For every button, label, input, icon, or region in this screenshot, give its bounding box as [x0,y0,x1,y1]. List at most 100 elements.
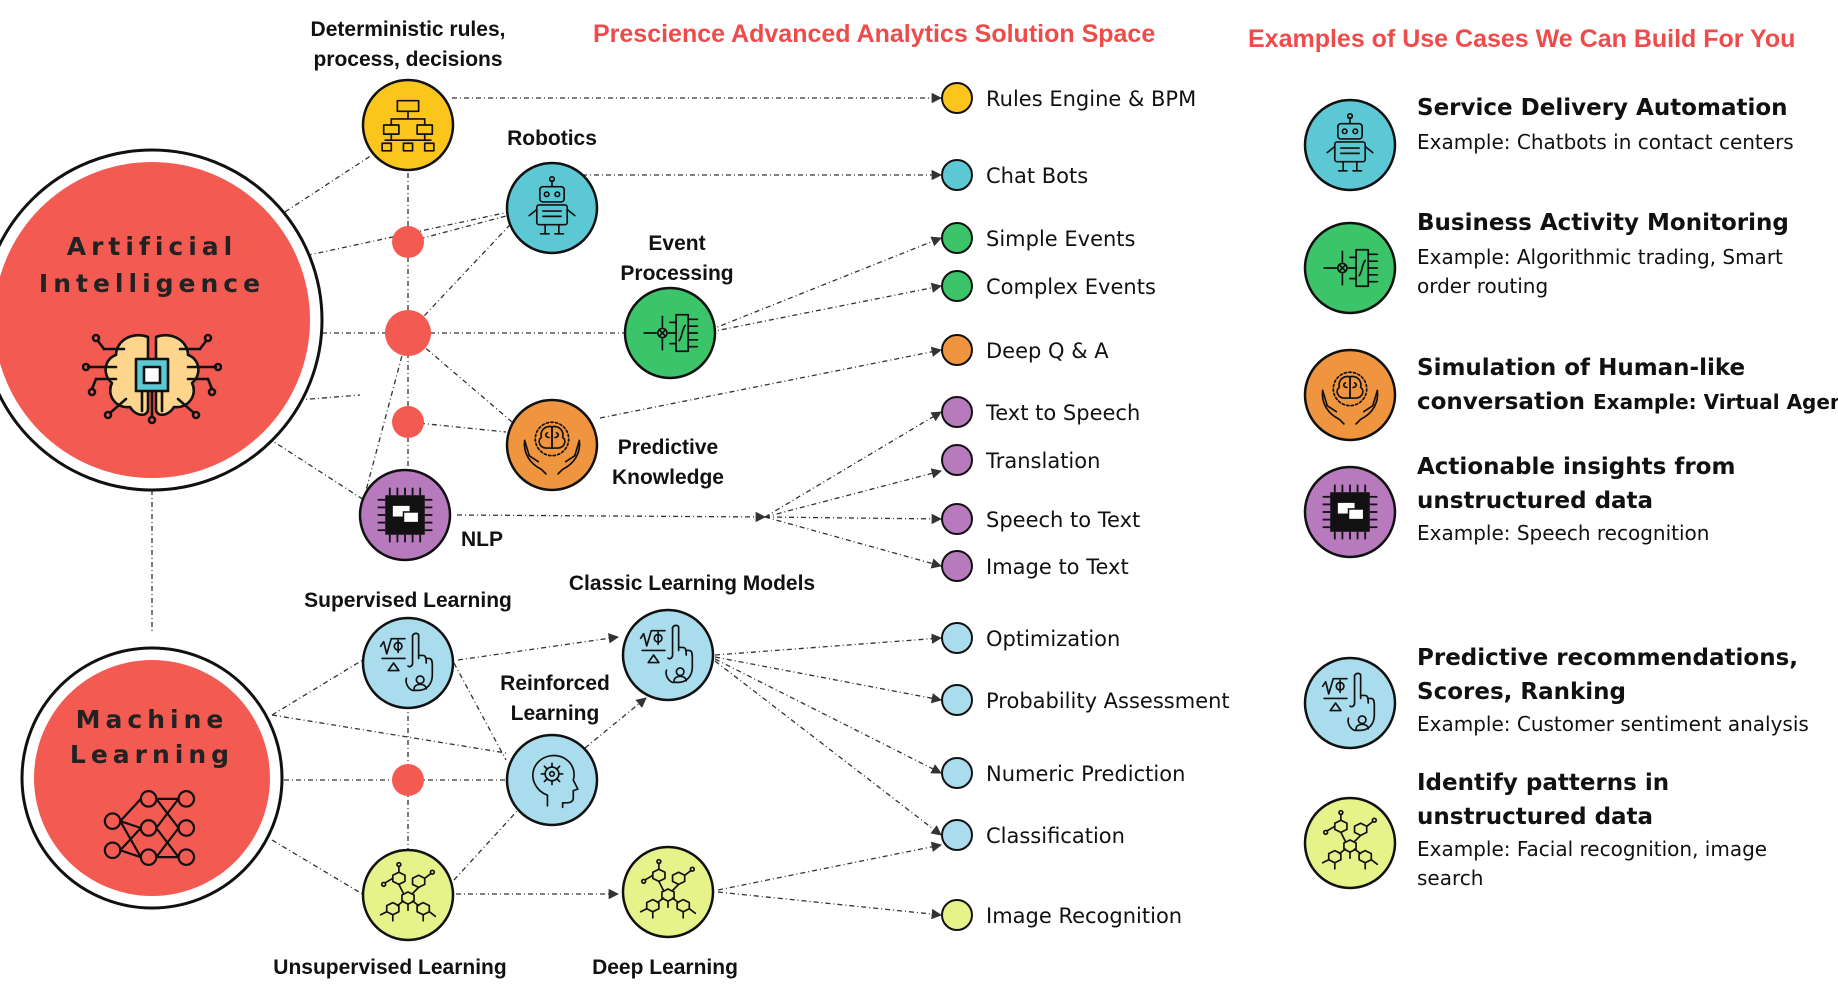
supervised-label: Supervised Learning [304,589,512,612]
output-item[interactable]: Image to Text [941,550,1129,582]
output-item[interactable]: Text to Speech [941,396,1140,428]
output-dot [941,757,973,789]
output-label: Speech to Text [986,508,1140,532]
output-item[interactable]: Image Recognition [941,899,1182,931]
node-supervised-learning[interactable]: Supervised Learning [304,589,512,710]
ai-node[interactable]: Artificial Intelligence [0,148,324,492]
use-case-example: Example: Customer sentiment analysis [1417,712,1809,736]
arrow-lines [452,92,943,920]
use-case-title-part: conversation [1417,389,1585,415]
use-case-title-line2: unstructured data [1417,804,1653,830]
use-case-title-line2: conversation Example: Virtual Agent [1417,389,1838,415]
output-label: Image to Text [986,555,1129,579]
use-case-title: Identify patterns in [1417,770,1669,796]
hub-dots [385,226,431,796]
output-item[interactable]: Chat Bots [941,159,1088,191]
use-case-example: Example: Speech recognition [1417,521,1709,545]
output-item[interactable]: Deep Q & A [941,334,1109,366]
use-case-item[interactable]: Predictive recommendations, Scores, Ranki… [1303,645,1809,750]
output-dot [941,899,973,931]
output-label: Complex Events [986,275,1156,299]
output-item[interactable]: Speech to Text [941,503,1140,535]
solution-space-title: Prescience Advanced Analytics Solution S… [593,20,1155,48]
output-label: Classification [986,824,1125,848]
reinforced-label-line2: Learning [511,702,600,725]
output-item[interactable]: Classification [941,819,1125,851]
output-item[interactable]: Optimization [941,622,1120,654]
use-case-title: Business Activity Monitoring [1417,210,1789,236]
use-case-title: Service Delivery Automation [1417,95,1788,121]
use-case-title-part: unstructured data [1417,488,1653,514]
ai-label-line1: Artificial [67,232,237,261]
use-case-item[interactable]: Actionable insights from unstructured dat… [1303,454,1735,559]
output-dot [941,222,973,254]
node-classic-learning[interactable]: Classic Learning Models [569,572,815,702]
output-label: Translation [985,449,1100,473]
output-item[interactable]: Probability Assessment [941,684,1230,716]
use-case-example-line2: order routing [1417,274,1548,298]
output-dot [941,503,973,535]
node-nlp[interactable]: NLP [358,468,503,562]
output-dot [941,622,973,654]
node-unsupervised-learning[interactable]: Unsupervised Learning [273,848,507,979]
use-case-title: Actionable insights from [1417,454,1735,480]
unsupervised-label: Unsupervised Learning [273,956,506,979]
nlp-label: NLP [461,528,503,551]
use-case-title: Predictive recommendations, [1417,645,1798,671]
output-item[interactable]: Rules Engine & BPM [941,82,1196,114]
output-dot [941,82,973,114]
output-dot [941,684,973,716]
output-label: Numeric Prediction [986,762,1185,786]
output-label: Chat Bots [986,164,1088,188]
use-case-item[interactable]: Identify patterns in unstructured dataExa… [1303,770,1767,890]
use-cases-title: Examples of Use Cases We Can Build For Y… [1248,25,1795,53]
use-case-item[interactable]: Simulation of Human-like conversation Exam… [1303,348,1838,442]
output-label: Rules Engine & BPM [986,87,1196,111]
node-rules[interactable]: Deterministic rules, process, decisions [311,18,506,172]
output-item[interactable]: Simple Events [941,222,1135,254]
ml-node[interactable]: Machine Learning [20,646,284,910]
node-deep-learning[interactable]: Deep Learning [592,845,738,979]
connector-lines [151,125,625,905]
classic-label: Classic Learning Models [569,572,815,595]
output-dot [941,444,973,476]
output-dot [941,396,973,428]
nlp-chip-icon [1321,483,1379,541]
use-case-title-line2: Scores, Ranking [1417,679,1626,705]
use-case-example: Example: Facial recognition, image [1417,837,1767,861]
node-predictive-knowledge[interactable]: Predictive Knowledge [505,398,724,492]
nlp-chip-icon [376,486,434,544]
predictive-label-line1: Predictive [618,436,718,459]
use-case-example-line2: search [1417,866,1483,890]
output-item[interactable]: Numeric Prediction [941,757,1185,789]
use-case-icon-circle [1303,796,1397,890]
ml-label-line1: Machine [76,705,229,734]
deep-learning-label: Deep Learning [592,956,738,979]
use-case-title: Simulation of Human-like [1417,355,1745,381]
output-label: Text to Speech [985,401,1140,425]
node-event-processing[interactable]: Event Processing [620,232,734,380]
rules-label-line1: Deterministic rules, [311,18,506,41]
output-label: Image Recognition [986,904,1182,928]
node-reinforced-learning[interactable]: Reinforced Learning [500,672,610,827]
output-item[interactable]: Complex Events [941,270,1156,302]
output-label: Simple Events [986,227,1135,251]
robotics-label: Robotics [507,127,597,150]
event-label-line2: Processing [620,262,733,285]
ai-label-line2: Intelligence [39,269,265,298]
output-item[interactable]: Translation [941,444,1100,476]
use-case-title-part: unstructured data [1417,804,1653,830]
output-dot [941,819,973,851]
node-robotics[interactable]: Robotics [505,127,599,255]
use-case-inline-example: Example: Virtual Agent [1593,390,1838,414]
output-label: Deep Q & A [986,339,1109,363]
output-dot [941,159,973,191]
rules-label-line2: process, decisions [313,48,502,71]
use-case-title-line2: unstructured data [1417,488,1653,514]
reinforced-label-line1: Reinforced [500,672,610,695]
